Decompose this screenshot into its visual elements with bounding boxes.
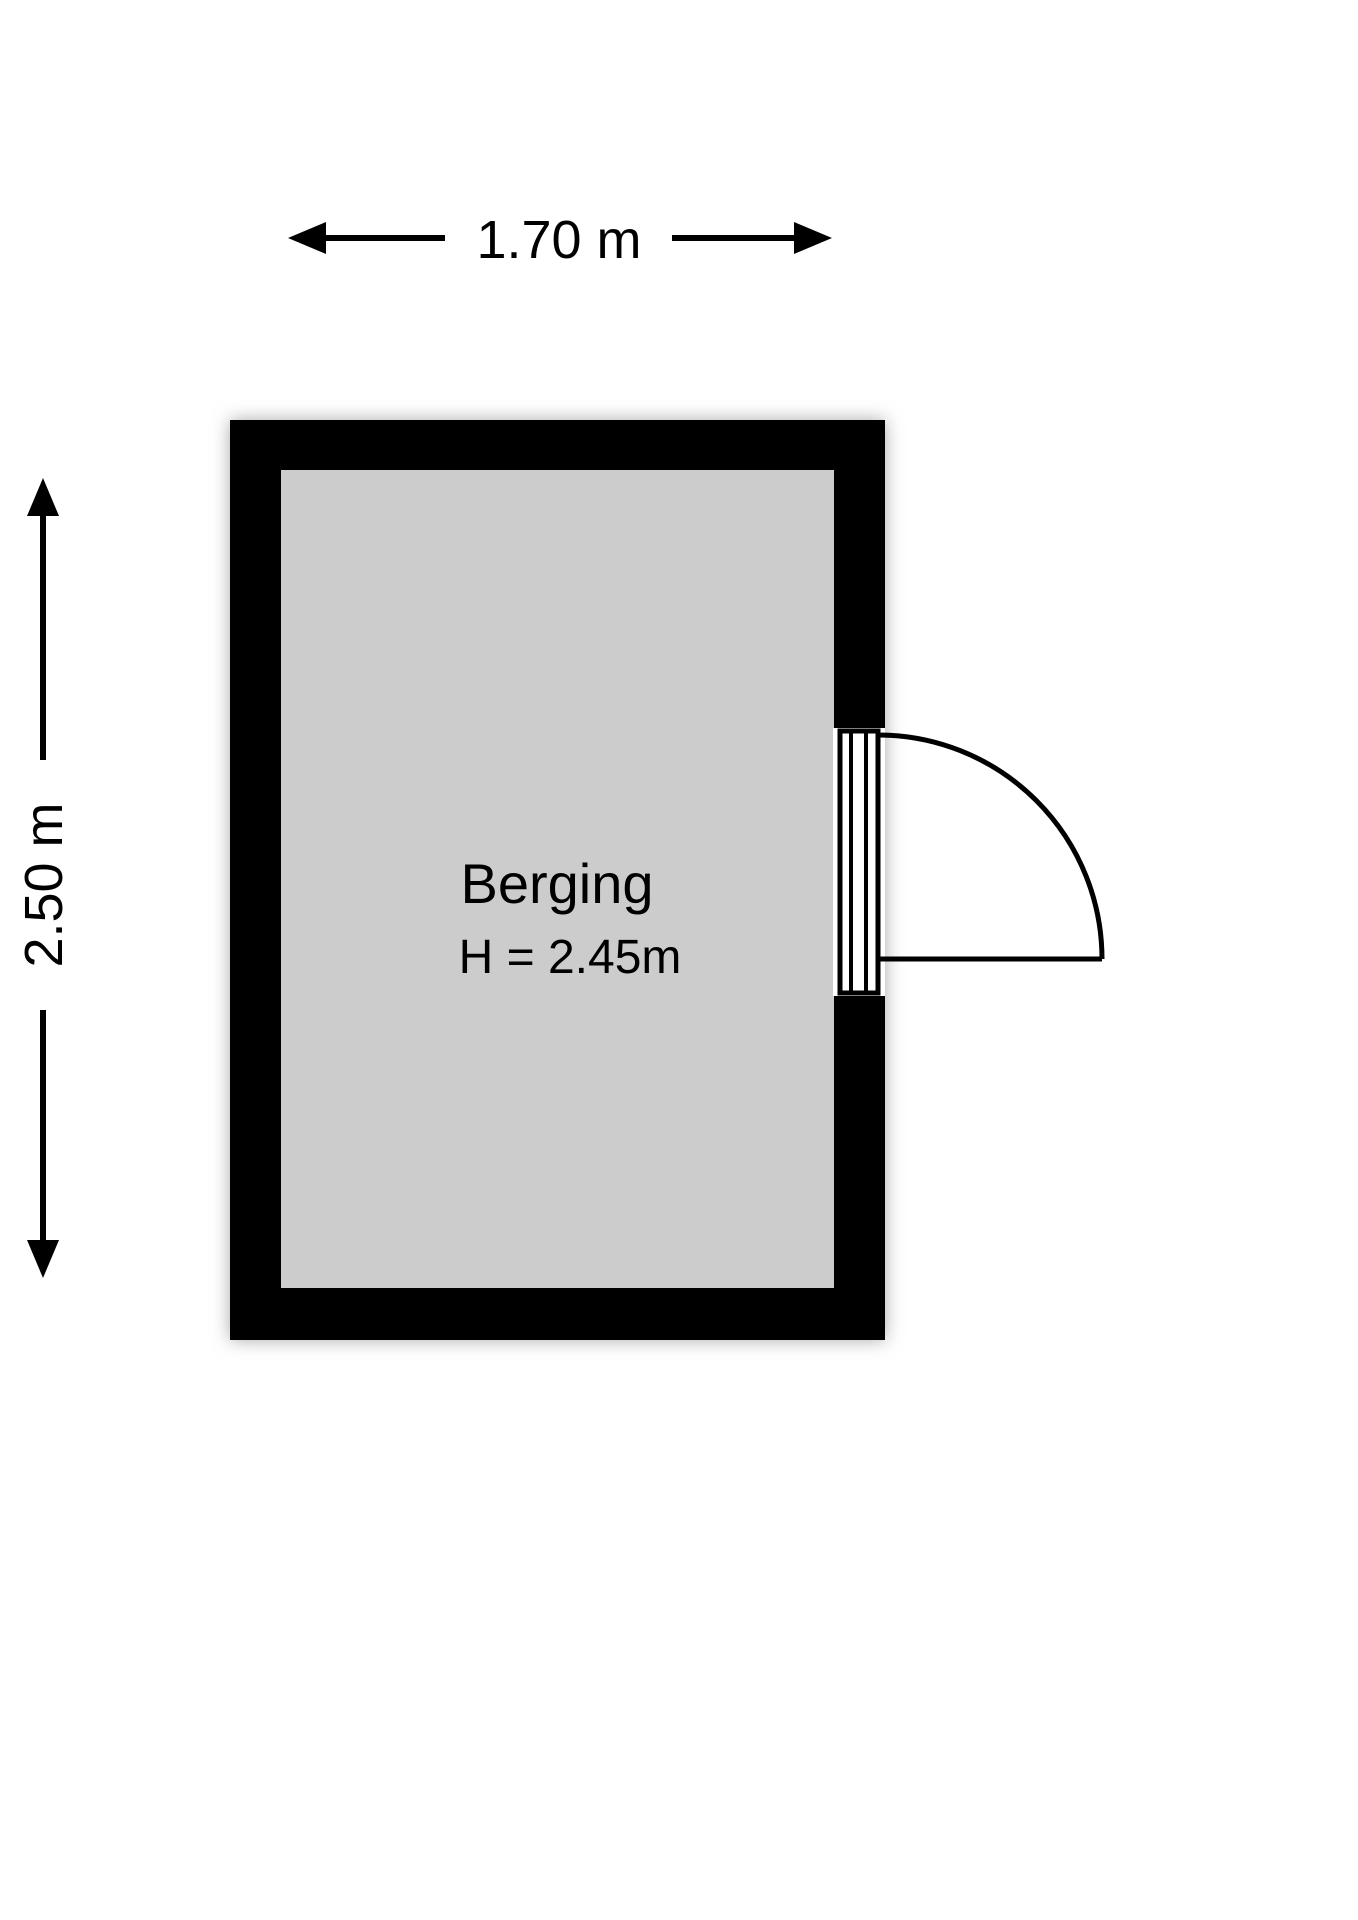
width-dimension-group: 1.70 m <box>288 210 832 270</box>
door-swing-arc <box>877 732 1105 960</box>
room-floor <box>281 470 834 1288</box>
door-frame-outline <box>837 728 881 996</box>
building-shell <box>230 420 885 1340</box>
height-dimension-label: 2.50 m <box>14 802 74 967</box>
room-label-group: Berging H = 2.45m <box>459 852 682 984</box>
width-dimension-left-arrowhead <box>288 222 326 254</box>
door-group <box>833 728 1105 996</box>
room-height-label: H = 2.45m <box>459 931 682 984</box>
width-dimension-label: 1.70 m <box>476 210 641 270</box>
room-name-label: Berging <box>460 852 653 915</box>
height-dimension-bottom-arrowhead <box>27 1240 59 1278</box>
width-dimension-right-arrowhead <box>794 222 832 254</box>
height-dimension-group: 2.50 m <box>14 478 74 1278</box>
height-dimension-top-arrowhead <box>27 478 59 516</box>
